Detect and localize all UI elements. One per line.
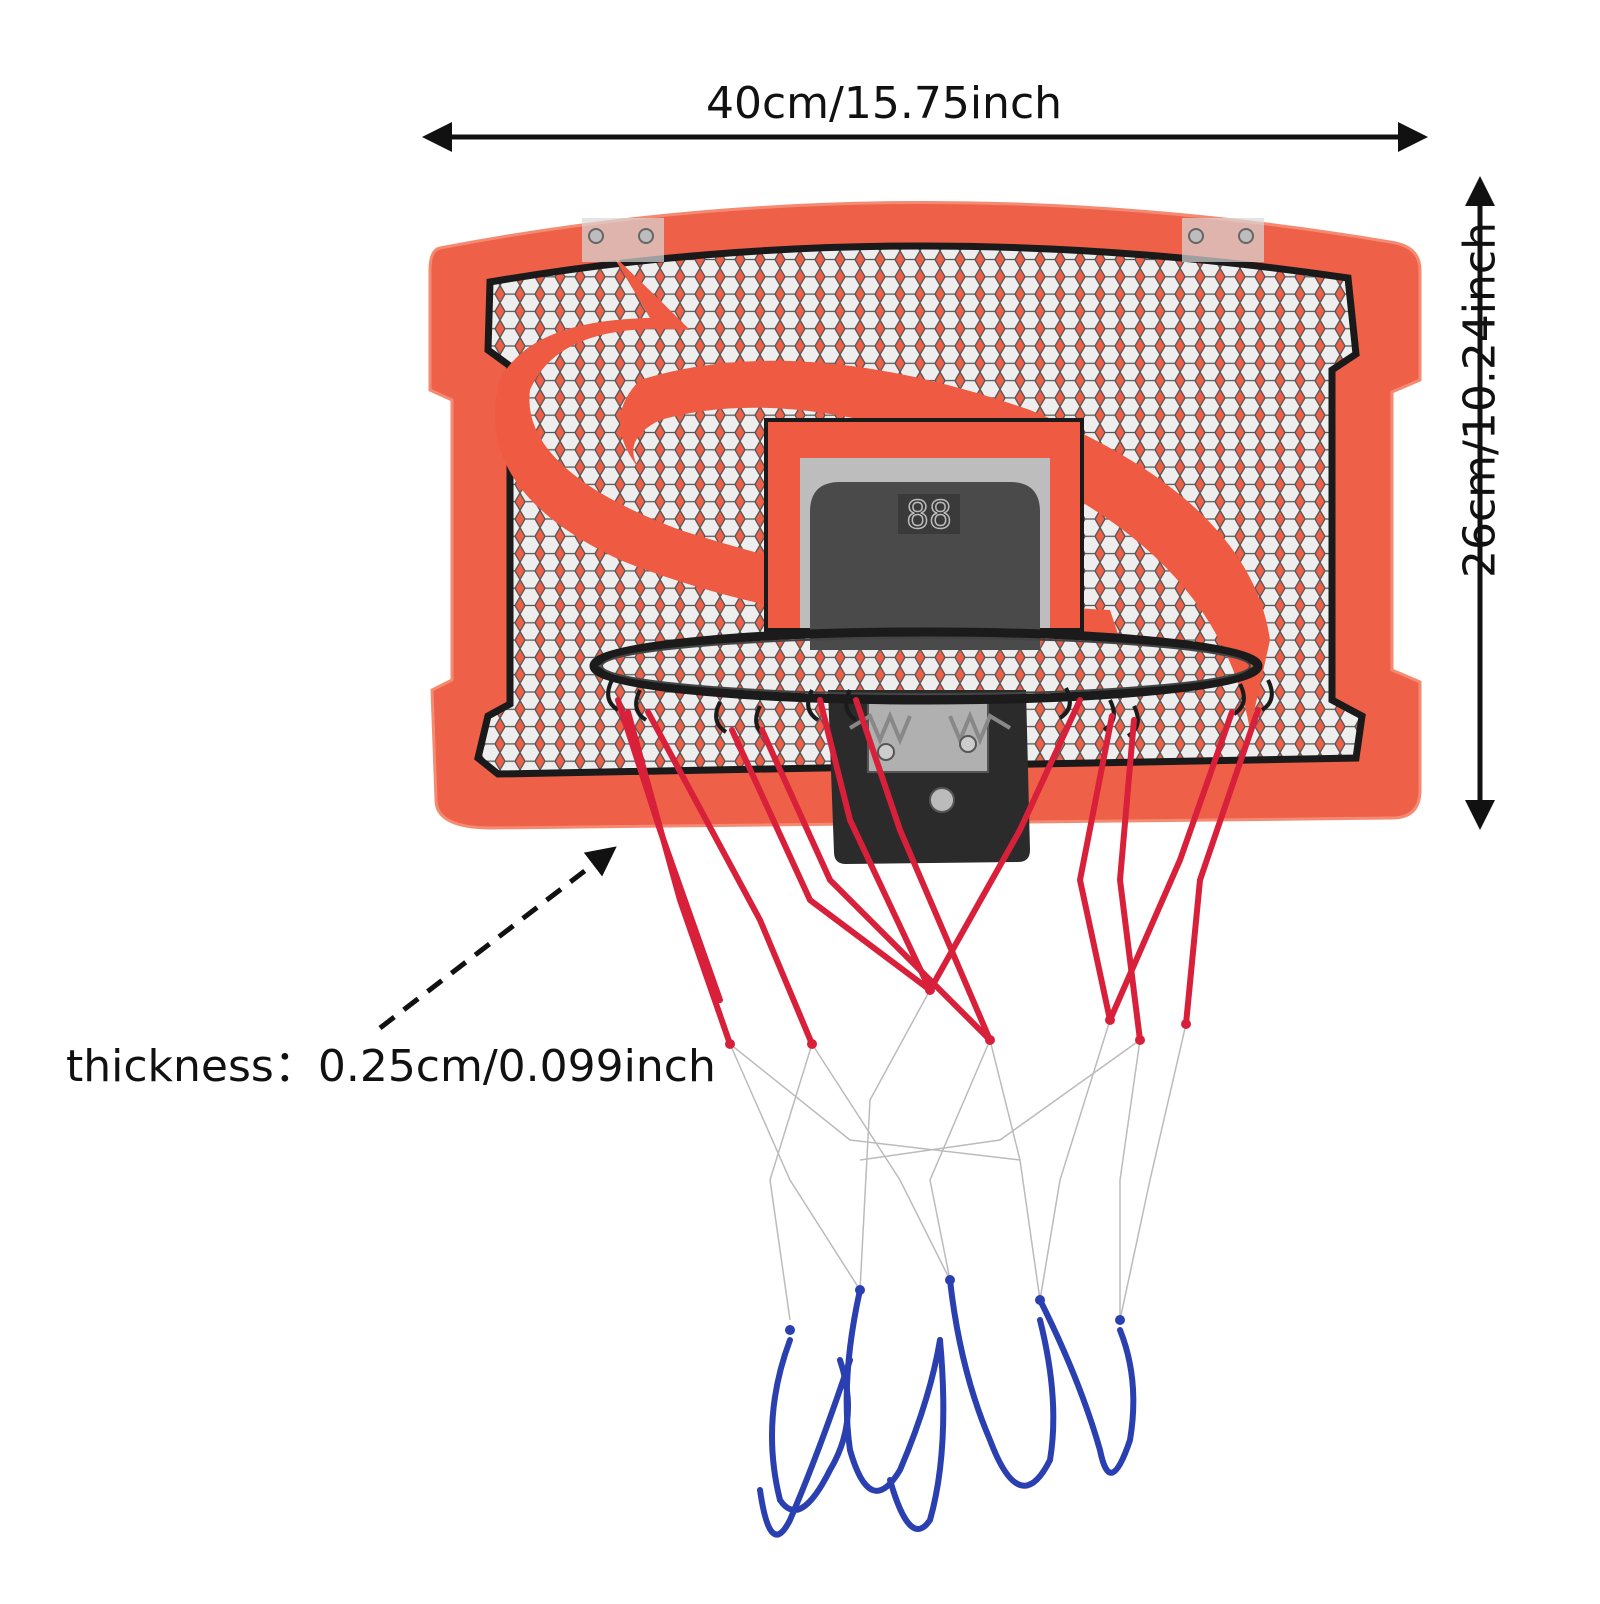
net-hooks: [606, 679, 1274, 738]
net-blue: [757, 1277, 1137, 1538]
backboard-swoosh: [495, 254, 1120, 640]
spring-left: [848, 710, 912, 746]
net-knots: [725, 985, 1191, 1049]
score-digits: 88: [906, 493, 952, 537]
scoreboard-housing: [810, 482, 1040, 650]
net-white-outline: [729, 989, 1187, 1321]
height-label: 26cm/10.24inch: [1454, 221, 1506, 579]
spring-right: [948, 710, 1012, 746]
thickness-label: thickness：0.25cm/0.099inch: [66, 1041, 716, 1092]
net-white: [726, 986, 1190, 1324]
thickness-pointer: [378, 846, 617, 1030]
backboard-swoosh-ring: [620, 360, 1270, 730]
scoreboard-display: [898, 494, 960, 534]
rim: [589, 627, 1263, 705]
mount-bracket-right: [1182, 218, 1264, 262]
mount-bracket-left: [582, 218, 664, 262]
width-label: 40cm/15.75inch: [706, 78, 1063, 129]
net-red: [615, 697, 1261, 1047]
